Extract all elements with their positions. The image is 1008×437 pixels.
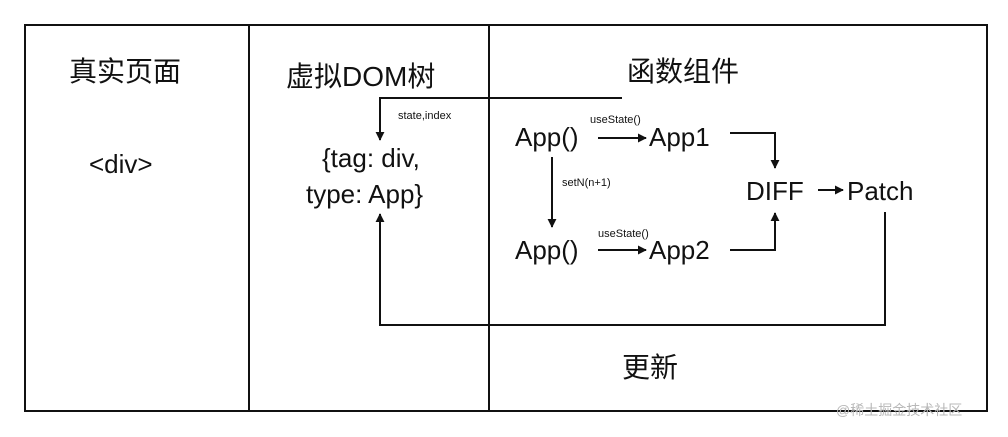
vdom-node-line-1: {tag: div, (322, 143, 420, 173)
real-page-title: 真实页面 (69, 56, 182, 87)
set-n-label: setN(n+1) (562, 177, 611, 189)
use-state-label-2: useState() (598, 228, 649, 240)
state-index-label: state,index (398, 110, 452, 122)
app1-node: App1 (649, 122, 710, 152)
use-state-label-1: useState() (590, 114, 641, 126)
real-page-div: <div> (89, 149, 153, 179)
patch-node: Patch (847, 176, 914, 206)
app-call-node-2: App() (515, 235, 579, 265)
app2-node: App2 (649, 235, 710, 265)
app1-to-diff-arrow (730, 132, 780, 169)
update-label: 更新 (622, 352, 679, 383)
function-component-title: 函数组件 (627, 56, 740, 87)
watermark: @稀土掘金技术社区 (836, 402, 963, 418)
app-call-node-1: App() (515, 122, 579, 152)
virtual-dom-title: 虚拟DOM树 (286, 61, 436, 92)
update-loop-arrow (375, 212, 886, 326)
state-index-arrow (375, 97, 622, 141)
diff-node: DIFF (746, 176, 804, 206)
table-border (24, 24, 988, 412)
vdom-node-line-2: type: App} (306, 179, 424, 209)
app2-to-diff-arrow (730, 212, 780, 251)
